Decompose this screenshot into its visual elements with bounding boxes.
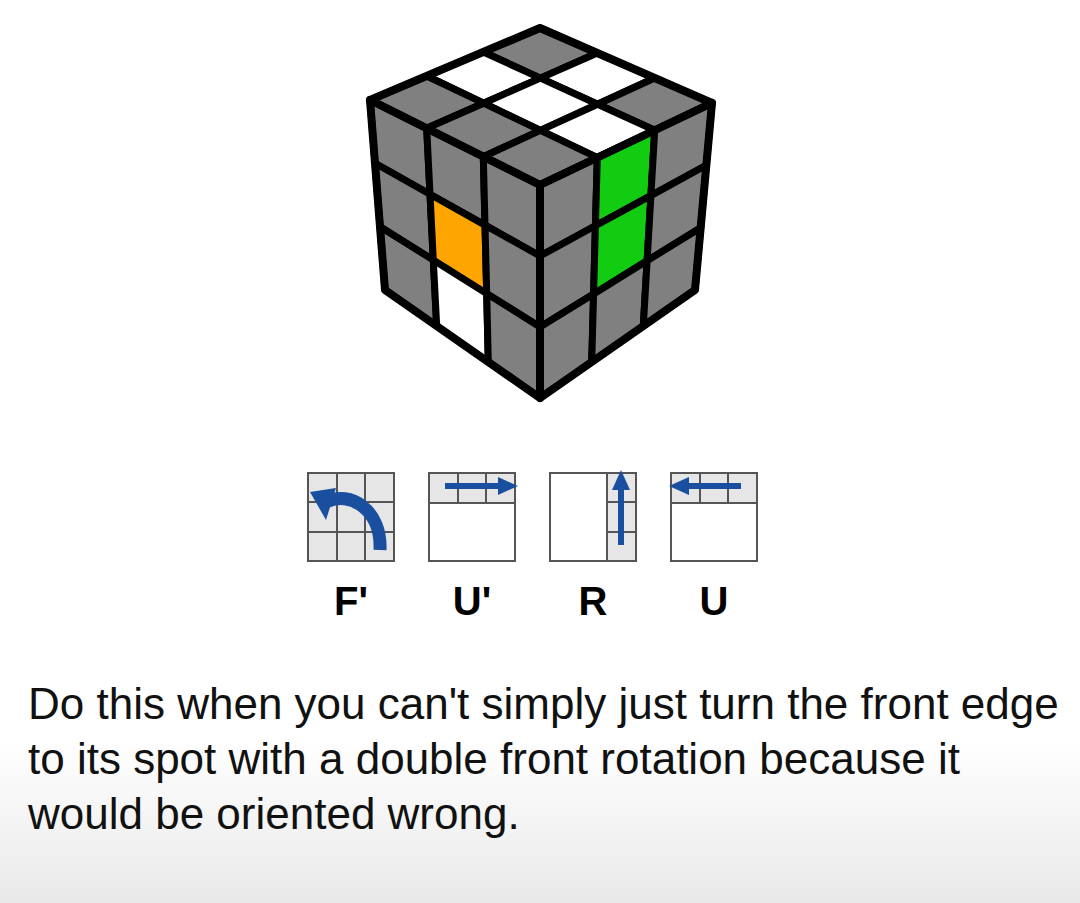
move-icon bbox=[429, 473, 518, 561]
move-notation: R bbox=[543, 578, 643, 624]
instruction-caption: Do this when you can't simply just turn … bbox=[28, 676, 1072, 841]
move-notation: U' bbox=[422, 578, 522, 624]
cube-sticker bbox=[643, 228, 700, 326]
move-icon bbox=[308, 473, 394, 561]
move-notation: F' bbox=[301, 578, 401, 624]
rubiks-cube bbox=[370, 28, 712, 398]
move-icon bbox=[669, 473, 757, 561]
cube-face-outline bbox=[540, 103, 712, 398]
cube-face-outline bbox=[370, 100, 540, 398]
move-notation: U bbox=[664, 578, 764, 624]
move-icon bbox=[550, 470, 636, 561]
